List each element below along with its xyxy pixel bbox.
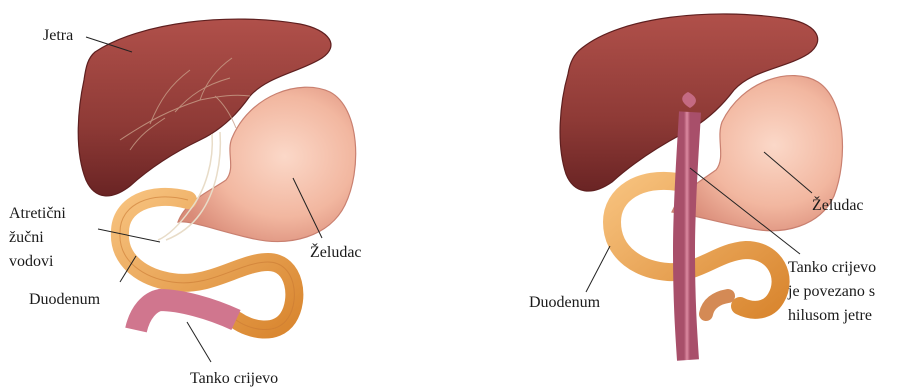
left-small-intestine	[136, 300, 236, 330]
label-jetra: Jetra	[43, 27, 73, 44]
label-connection-1: Tanko crijevo	[788, 259, 876, 276]
label-connection-3: hilusom jetre	[788, 307, 872, 324]
right-intestine-stub	[706, 296, 728, 314]
label-tanko-crijevo-left: Tanko crijevo	[190, 370, 278, 387]
right-roux-limb	[684, 112, 690, 360]
label-zeludac-left: Želudac	[310, 242, 362, 261]
label-atretic-ducts-2: žučni	[9, 229, 44, 246]
label-atretic-ducts-3: vodovi	[9, 253, 54, 270]
label-duodenum-right: Duodenum	[529, 294, 601, 311]
label-atretic-ducts-1: Atretični	[9, 205, 66, 222]
label-zeludac-right: Želudac	[812, 195, 864, 214]
label-duodenum-left: Duodenum	[29, 291, 101, 308]
left-illustration	[78, 19, 355, 330]
label-connection-2: je povezano s	[787, 283, 875, 300]
